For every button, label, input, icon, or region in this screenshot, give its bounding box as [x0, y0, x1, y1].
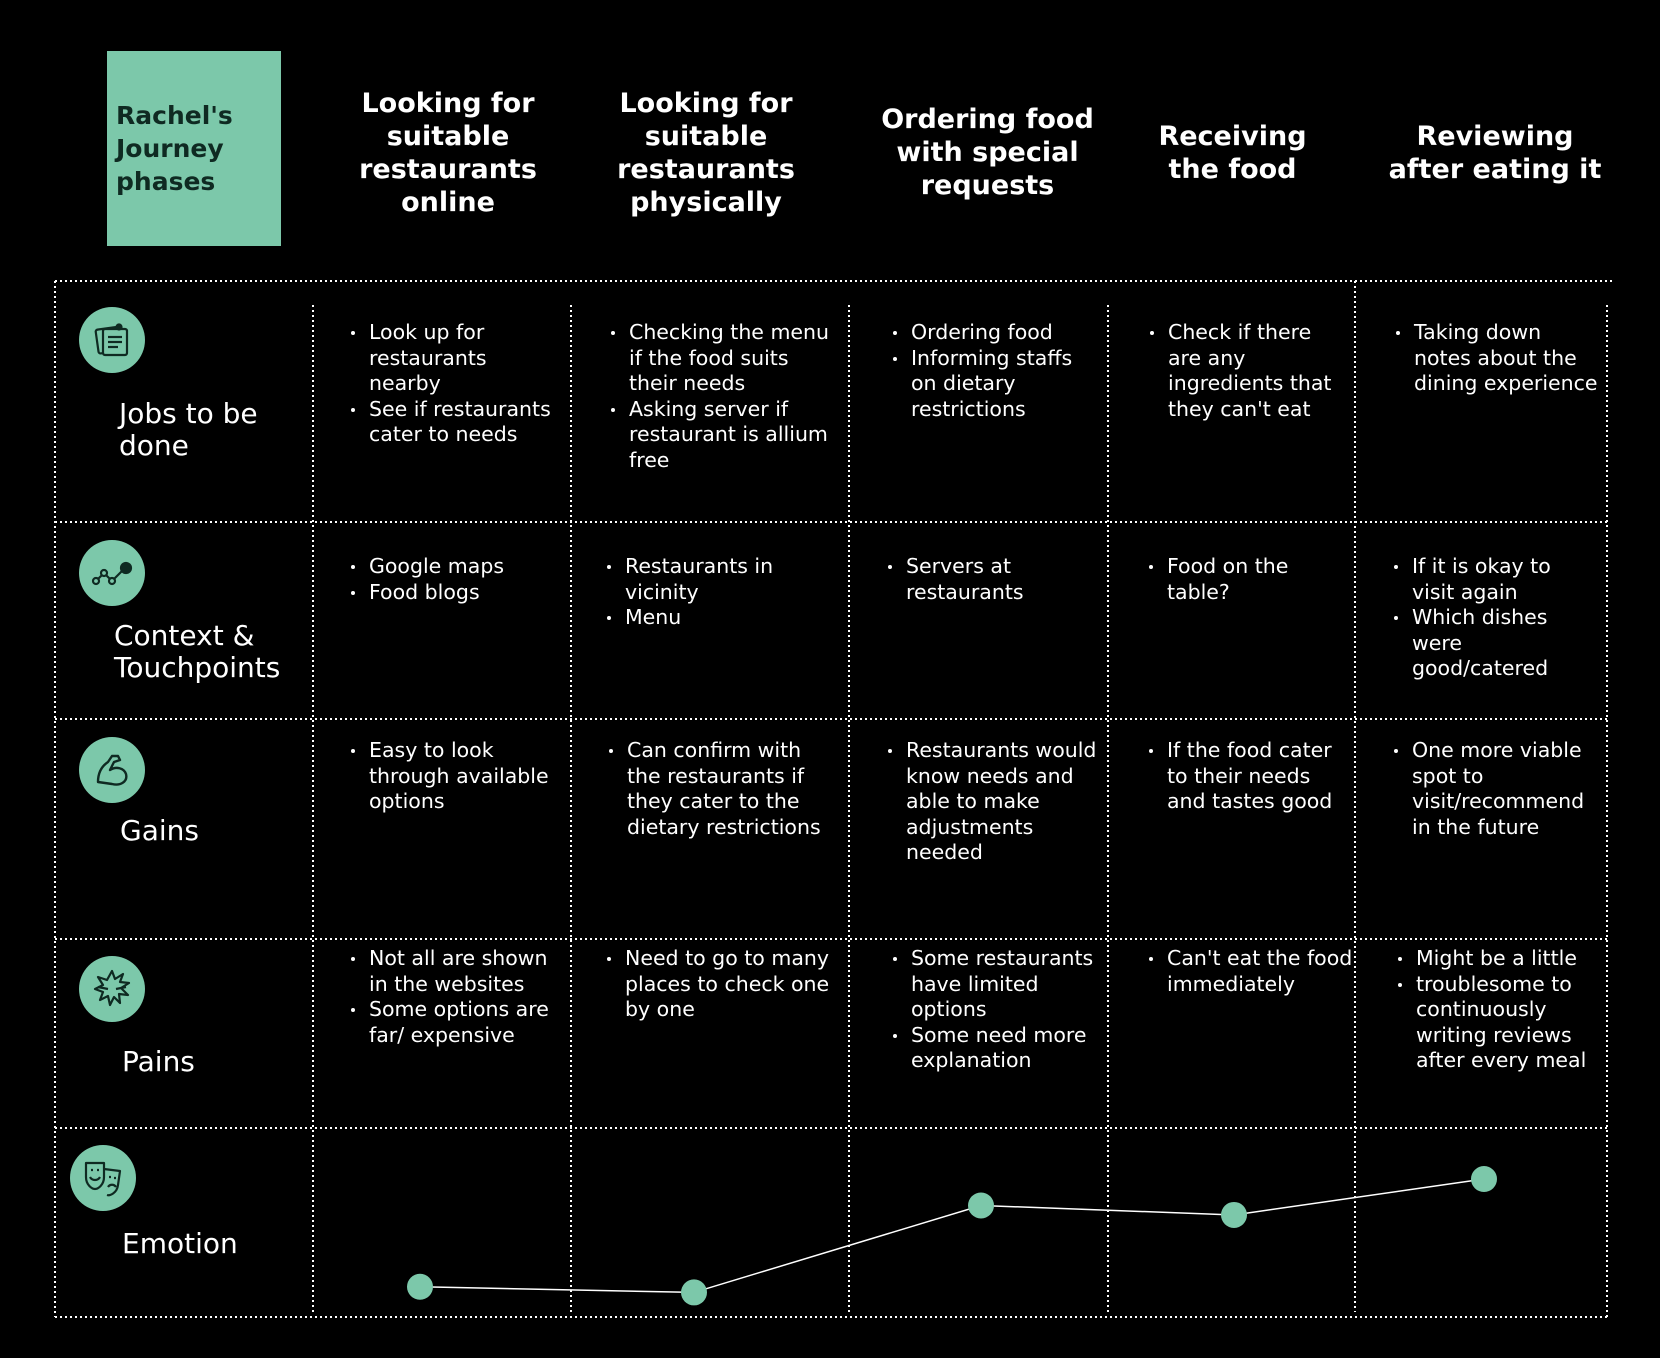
cell-pains-2: Need to go to many places to check one b… [603, 946, 837, 1023]
cell-context-2: Restaurants in vicinity Menu [603, 554, 793, 631]
phase-header-2: Looking for suitable restaurants physica… [617, 87, 795, 218]
journey-title: Rachel's Journey phases [116, 101, 233, 196]
emotion-point-4 [1221, 1201, 1247, 1228]
emotion-point-2 [681, 1279, 707, 1306]
list-item: If it is okay to visit again [1390, 554, 1580, 605]
list-item: Ordering food [889, 320, 1101, 346]
phase-header-4: Receiving the food [1158, 120, 1307, 185]
list-item: Which dishes were good/catered [1390, 605, 1580, 682]
list-item: Some need more explanation [889, 1023, 1101, 1074]
cell-gains-3: Restaurants would know needs and able to… [884, 738, 1102, 866]
cell-pains-5: Might be a little troublesome to continu… [1394, 946, 1606, 1074]
phase-header-1: Looking for suitable restaurants online [359, 87, 537, 218]
list-item: Informing staffs on dietary restrictions [889, 346, 1101, 423]
list-item: Food on the table? [1145, 554, 1335, 605]
journey-title-box: Rachel's Journey phases [107, 51, 281, 246]
list-item: troublesome to continuously writing revi… [1394, 972, 1606, 1074]
emotion-point-3 [968, 1192, 994, 1219]
list-item: Might be a little [1394, 946, 1606, 972]
list-item: Easy to look through available options [347, 738, 559, 815]
emotion-line [419, 1178, 1485, 1294]
list-item: Some options are far/ expensive [347, 997, 559, 1048]
cell-pains-4: Can't eat the food immediately [1145, 946, 1357, 997]
list-item: Restaurants would know needs and able to… [884, 738, 1102, 866]
line-graph-icon [79, 540, 145, 606]
row-label-jobs: Jobs to be done [119, 397, 258, 462]
cell-jobs-2: Checking the menu if the food suits thei… [607, 320, 839, 473]
list-item: See if restaurants cater to needs [347, 397, 559, 448]
row-label-pains: Pains [122, 1045, 195, 1078]
emotion-point-1 [407, 1273, 433, 1300]
list-item: Look up for restaurants nearby [347, 320, 559, 397]
theater-masks-icon [70, 1145, 136, 1211]
row-label-emotion: Emotion [122, 1227, 238, 1260]
list-item: One more viable spot to visit/recommend … [1390, 738, 1600, 840]
list-item: Check if there are any ingredients that … [1146, 320, 1344, 422]
cell-context-5: If it is okay to visit again Which dishe… [1390, 554, 1580, 682]
list-item: Some restaurants have limited options [889, 946, 1101, 1023]
cell-context-1: Google maps Food blogs [347, 554, 559, 605]
list-item: Can confirm with the restaurants if they… [605, 738, 839, 840]
row-label-context: Context & Touchpoints [114, 619, 281, 684]
list-item: Food blogs [347, 580, 559, 606]
cell-jobs-1: Look up for restaurants nearby See if re… [347, 320, 559, 448]
cell-gains-2: Can confirm with the restaurants if they… [605, 738, 839, 840]
cell-jobs-5: Taking down notes about the dining exper… [1392, 320, 1602, 397]
cell-jobs-4: Check if there are any ingredients that … [1146, 320, 1344, 422]
cell-pains-1: Not all are shown in the websites Some o… [347, 946, 559, 1048]
notes-icon [79, 307, 145, 373]
broken-bone-icon [79, 956, 145, 1022]
list-item: Can't eat the food immediately [1145, 946, 1357, 997]
list-item: Menu [603, 605, 793, 631]
list-item: Google maps [347, 554, 559, 580]
list-item: Asking server if restaurant is allium fr… [607, 397, 839, 474]
list-item: Need to go to many places to check one b… [603, 946, 837, 1023]
list-item: If the food cater to their needs and tas… [1145, 738, 1347, 815]
list-item: Checking the menu if the food suits thei… [607, 320, 839, 397]
cell-gains-1: Easy to look through available options [347, 738, 559, 815]
phase-header-3: Ordering food with special requests [881, 104, 1094, 201]
list-item: Restaurants in vicinity [603, 554, 793, 605]
flexed-arm-icon [79, 737, 145, 803]
list-item: Servers at restaurants [884, 554, 1096, 605]
list-item: Taking down notes about the dining exper… [1392, 320, 1602, 397]
cell-gains-4: If the food cater to their needs and tas… [1145, 738, 1347, 815]
cell-jobs-3: Ordering food Informing staffs on dietar… [889, 320, 1101, 422]
list-item: Not all are shown in the websites [347, 946, 559, 997]
row-label-gains: Gains [120, 814, 199, 847]
cell-context-4: Food on the table? [1145, 554, 1335, 605]
emotion-point-5 [1471, 1166, 1497, 1193]
cell-gains-5: One more viable spot to visit/recommend … [1390, 738, 1600, 840]
phase-header-5: Reviewing after eating it [1388, 120, 1602, 185]
cell-pains-3: Some restaurants have limited options So… [889, 946, 1101, 1074]
cell-context-3: Servers at restaurants [884, 554, 1096, 605]
